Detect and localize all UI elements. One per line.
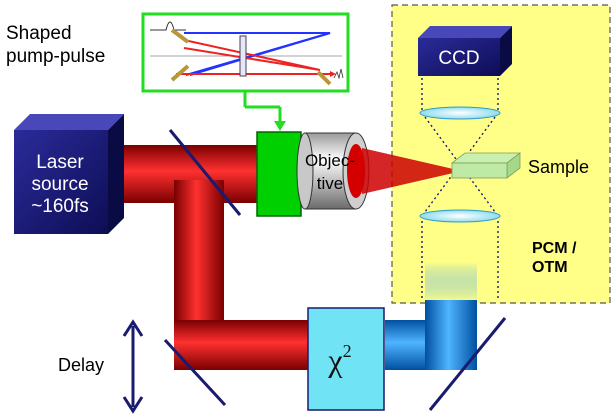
grating-bottom-left bbox=[170, 64, 190, 82]
ccd-front bbox=[418, 38, 500, 76]
laser-label-line3: ~160fs bbox=[31, 196, 89, 217]
red-beam-horizontal-bottom bbox=[174, 320, 314, 370]
beam-out-arrowhead bbox=[330, 71, 336, 77]
sample-label: Sample bbox=[528, 157, 589, 177]
delay-arrow-down-head bbox=[122, 396, 144, 414]
laser-label-line1: Laser bbox=[36, 152, 84, 173]
pump-label-line2: pump-pulse bbox=[6, 46, 105, 67]
blue-beam-vertical bbox=[425, 300, 477, 370]
laser-cube-front bbox=[14, 130, 108, 234]
objective-label-line2: tive bbox=[317, 174, 343, 193]
ccd-label: CCD bbox=[438, 48, 479, 69]
red-beam-path-1 bbox=[183, 39, 321, 71]
lower-lens bbox=[419, 209, 501, 223]
laser-cube-top bbox=[14, 114, 124, 130]
focus-cone bbox=[362, 148, 462, 194]
crystal-label: χ2 bbox=[327, 341, 351, 378]
microscope-label-line1: PCM / bbox=[532, 240, 577, 257]
output-pulse-icon bbox=[333, 68, 344, 80]
blue-beam-path-2 bbox=[185, 32, 331, 76]
upper-lens bbox=[419, 106, 501, 120]
mirror-top-left bbox=[168, 129, 242, 216]
delay-arrow-up-head bbox=[122, 319, 144, 337]
nonlinear-crystal bbox=[307, 307, 385, 411]
ccd-side bbox=[500, 26, 512, 76]
microscope-rays bbox=[421, 78, 499, 300]
pump-shaper-schematic bbox=[150, 21, 344, 86]
crystal-symbol: χ bbox=[327, 342, 343, 378]
pulse-shaper-box bbox=[256, 131, 302, 217]
mirror-bottom-left bbox=[163, 338, 227, 407]
crystal-exponent: 2 bbox=[343, 341, 352, 361]
delay-label: Delay bbox=[58, 355, 104, 375]
laser-label-line2: source bbox=[31, 174, 88, 195]
spatial-light-modulator bbox=[239, 35, 247, 77]
blue-beam-fade bbox=[425, 262, 477, 302]
grating-bottom-right bbox=[316, 70, 332, 86]
inset-connector-arrowhead bbox=[274, 121, 286, 131]
laser-cube-side bbox=[108, 114, 124, 234]
microscope-label-line2: OTM bbox=[532, 259, 568, 276]
objective-label-line1: Objec- bbox=[305, 151, 355, 170]
objective-back-face bbox=[296, 132, 314, 210]
ccd-top bbox=[418, 26, 512, 38]
sample-front bbox=[451, 162, 508, 179]
mirror-bottom-right bbox=[428, 317, 507, 411]
pump-label-line1: Shaped bbox=[6, 23, 72, 44]
grating-top-left bbox=[170, 28, 190, 44]
objective-lens-red bbox=[347, 144, 365, 198]
